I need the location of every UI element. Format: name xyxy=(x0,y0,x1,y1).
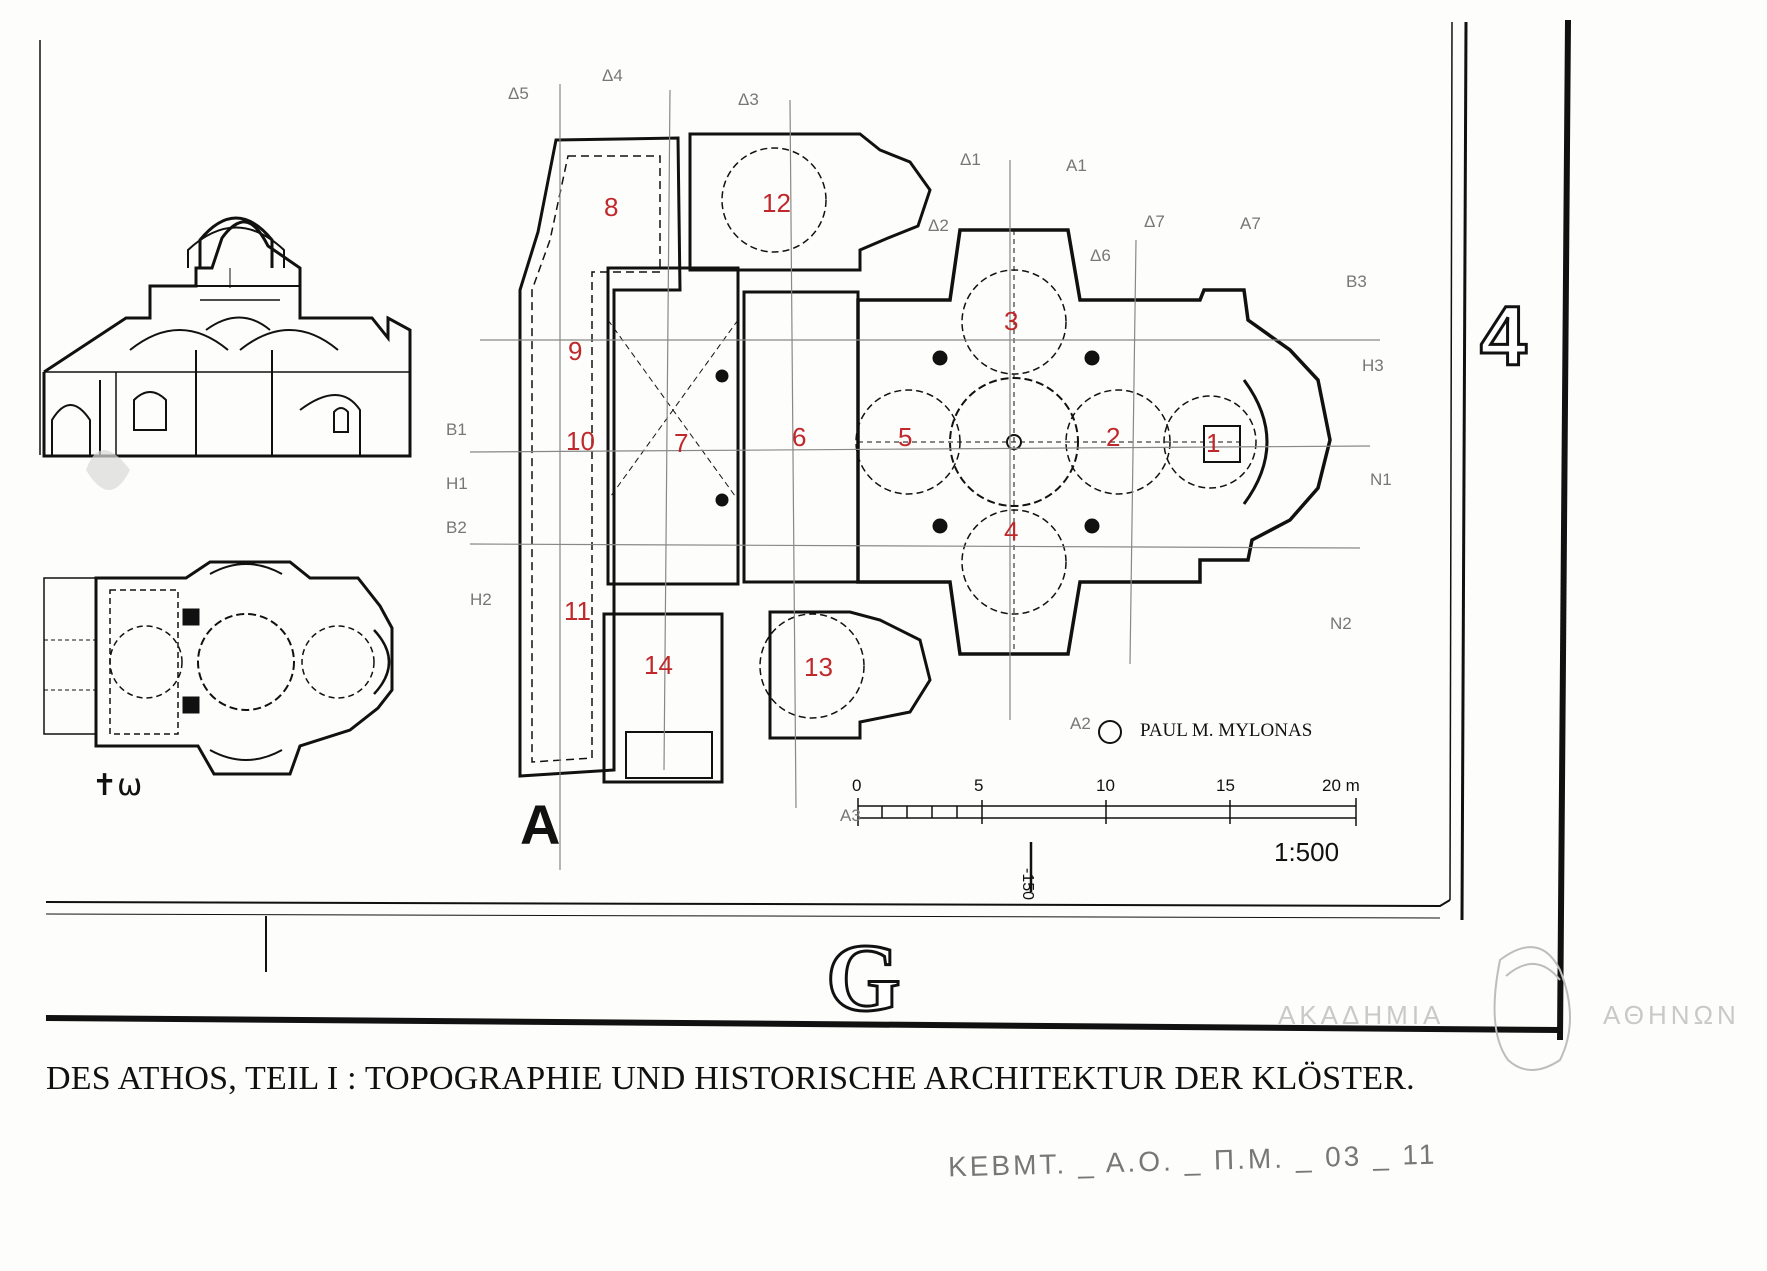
section-label: Δ1 xyxy=(960,150,981,169)
section-label: Δ4 xyxy=(602,66,623,85)
room-number: 3 xyxy=(1004,306,1019,336)
right-frame-inner xyxy=(1460,21,1468,921)
pencil-section-lines xyxy=(469,84,1380,870)
room-number: 12 xyxy=(762,188,791,218)
room-number: 5 xyxy=(898,422,913,452)
section-label: B3 xyxy=(1346,272,1367,291)
section-label: H2 xyxy=(470,590,492,609)
cross-omega-mark: ✝ω xyxy=(92,768,143,803)
room-number: 9 xyxy=(568,336,583,366)
section-label: A2 xyxy=(1070,714,1091,733)
section-label: Δ3 xyxy=(738,90,759,109)
copyright-credit: PAUL M. MYLONAS xyxy=(1140,720,1313,741)
section-label: H3 xyxy=(1362,356,1384,375)
watermark-text-left: ΑΚΑΔΗΜΙΑ xyxy=(1278,1000,1445,1030)
room-number: 14 xyxy=(644,650,673,680)
room-number: 1 xyxy=(1206,428,1221,458)
academy-athena-emblem xyxy=(1493,946,1571,1071)
scale-tick-label: 10 xyxy=(1096,776,1115,795)
plan-letter: A xyxy=(520,793,561,856)
section-label: A7 xyxy=(1240,214,1261,233)
sheet-letter: G xyxy=(825,923,903,1033)
inner-bottom-frame-2 xyxy=(45,913,1441,919)
section-label: N2 xyxy=(1330,614,1352,633)
room-number: 11 xyxy=(564,596,591,626)
watermark-text-right: ΑΘΗΝΩΝ xyxy=(1603,1000,1740,1030)
copyright-circle xyxy=(1098,720,1122,744)
sheet-number: 4 xyxy=(1479,288,1529,385)
scale-tick-label: 15 xyxy=(1216,776,1235,795)
church-section-elevation xyxy=(42,216,412,458)
bottom-frame-thick xyxy=(45,1015,1561,1033)
scale-tick-label: 5 xyxy=(974,776,984,795)
section-label: A1 xyxy=(1066,156,1087,175)
section-label: Δ6 xyxy=(1090,246,1111,265)
scale-tick-label: 20 m xyxy=(1322,776,1360,795)
section-label: A3 xyxy=(840,806,861,825)
right-frame-hairline xyxy=(1449,21,1453,901)
section-label: Δ2 xyxy=(928,216,949,235)
scale-ratio: 1:500 xyxy=(1274,837,1340,867)
stain xyxy=(86,450,130,490)
scale-tick-label: 0 xyxy=(852,776,862,795)
room-number: 6 xyxy=(792,422,807,452)
room-number: 2 xyxy=(1106,422,1121,452)
right-frame-thick xyxy=(1557,19,1571,1041)
section-label: B2 xyxy=(446,518,467,537)
section-label: N1 xyxy=(1370,470,1392,489)
inner-bottom-frame xyxy=(45,899,1451,908)
scale-bar xyxy=(857,798,1357,892)
section-label: Δ5 xyxy=(508,84,529,103)
elevation-mark: -150 xyxy=(1019,868,1036,901)
main-church-plan xyxy=(518,132,1332,784)
section-label: B1 xyxy=(446,420,467,439)
room-number: 10 xyxy=(566,426,595,456)
small-church-plan xyxy=(43,560,394,776)
room-number: 8 xyxy=(604,192,619,222)
room-number: 4 xyxy=(1004,516,1019,546)
section-label: H1 xyxy=(446,474,468,493)
section-label: Δ7 xyxy=(1144,212,1165,231)
room-number: 7 xyxy=(674,428,689,458)
plate-caption: DES ATHOS, TEIL I : TOPOGRAPHIE UND HIST… xyxy=(46,1060,1415,1097)
room-number: 13 xyxy=(804,652,833,682)
